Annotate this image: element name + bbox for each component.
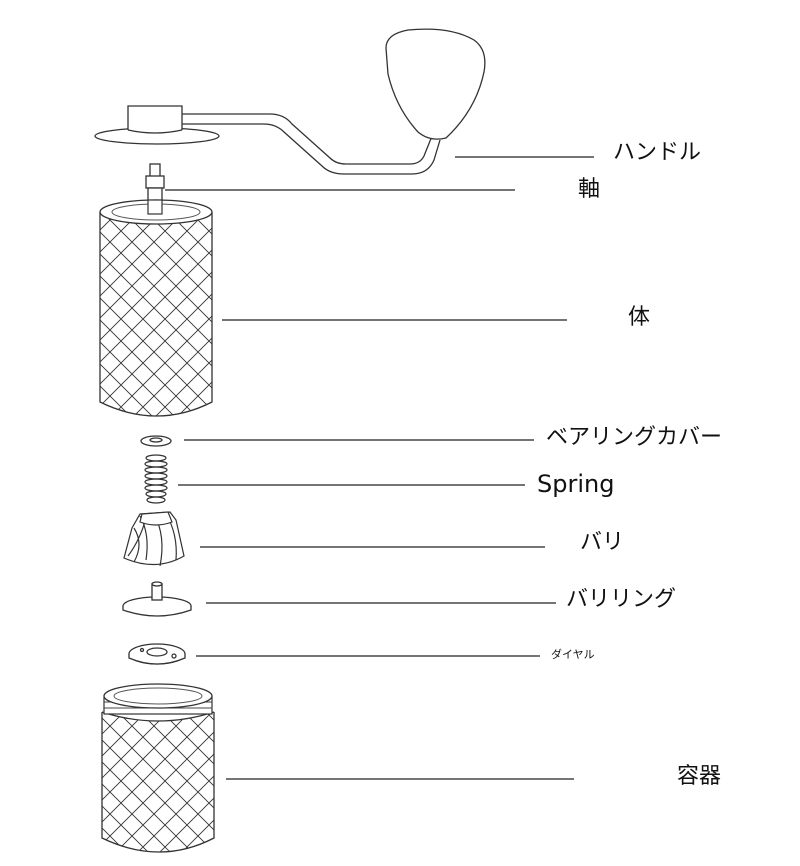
dial-part [128, 643, 186, 665]
container-part [101, 683, 215, 853]
label-spring: Spring [537, 470, 615, 498]
burr-ring-part [122, 581, 192, 617]
label-bearing-cover: ベアリングカバー [546, 425, 723, 450]
spring-part [144, 454, 168, 504]
label-body: 体 [628, 305, 651, 330]
label-burr: バリ [580, 530, 625, 555]
burr-part [123, 511, 185, 567]
body-part [99, 199, 213, 417]
handle-part [94, 28, 486, 175]
label-burr-ring: バリリング [566, 587, 677, 612]
leader-lines [165, 156, 594, 780]
label-shaft: 軸 [578, 177, 601, 202]
label-handle: ハンドル [613, 140, 702, 165]
label-dial: ダイヤル [551, 648, 595, 661]
label-container: 容器 [677, 764, 722, 789]
bearing-cover-part [140, 435, 172, 447]
